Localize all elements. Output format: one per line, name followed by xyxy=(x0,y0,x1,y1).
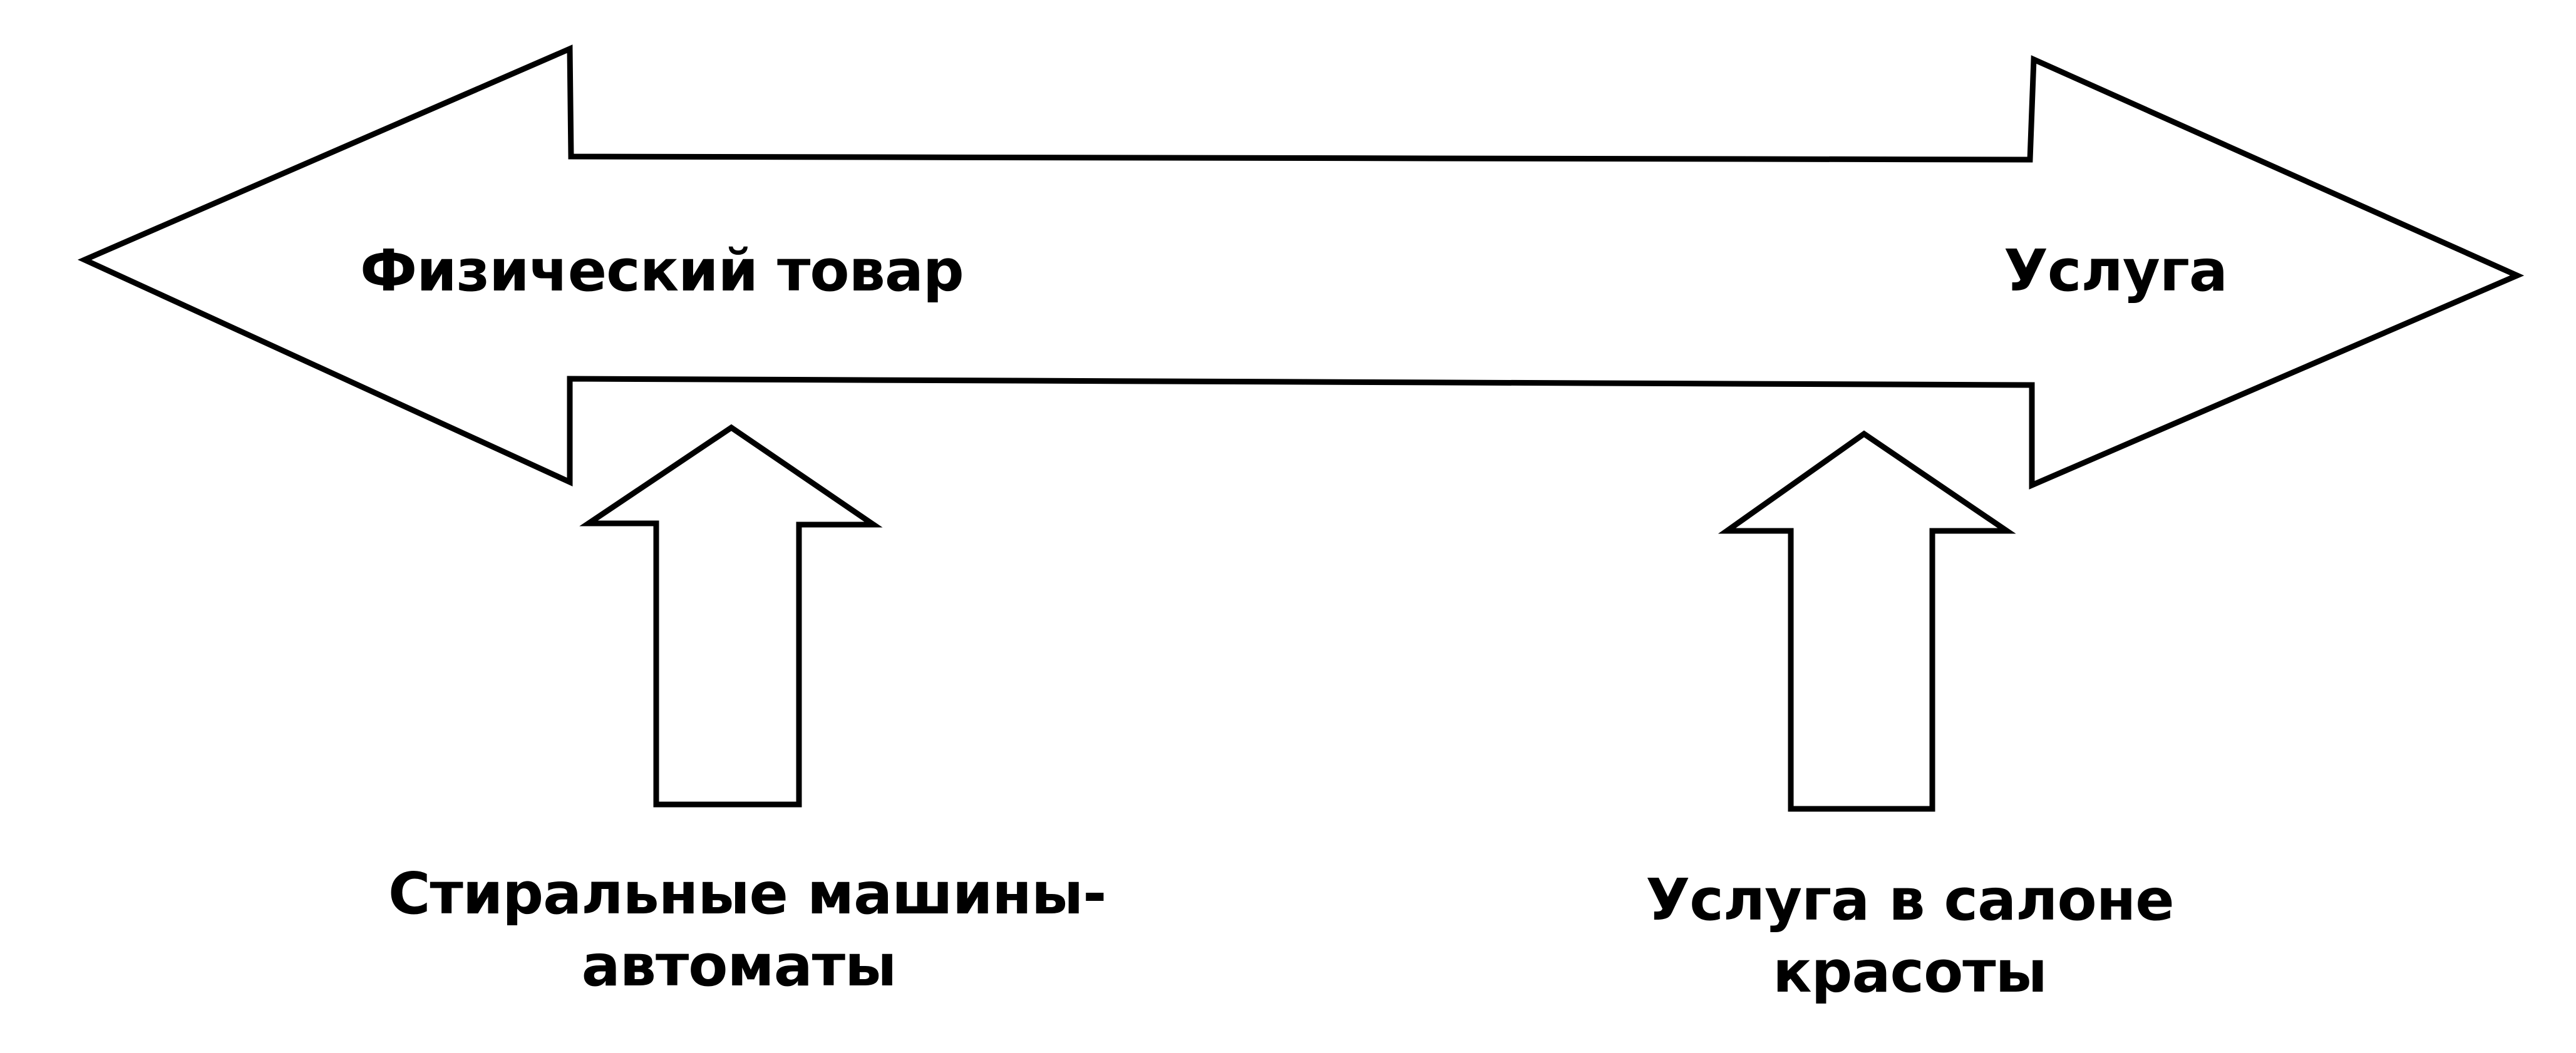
example-washing-machines-line-1: Стиральные машины- xyxy=(388,860,1106,927)
example-beauty-salon-line-2: красоты xyxy=(1773,938,2048,1005)
service-label: Услуга xyxy=(2004,237,2228,304)
up-arrow-right xyxy=(1718,430,2016,812)
physical-goods-label: Физический товар xyxy=(360,237,964,304)
example-washing-machines-line-2: автоматы xyxy=(581,932,897,999)
up-arrow-left xyxy=(579,424,883,808)
example-beauty-salon-line-1: Услуга в салоне xyxy=(1646,866,2174,933)
double-headed-arrow xyxy=(77,44,2525,490)
example-beauty-salon: Услуга в салоне красоты xyxy=(1590,864,2229,1008)
example-washing-machines: Стиральные машины- автоматы xyxy=(388,858,1106,1002)
